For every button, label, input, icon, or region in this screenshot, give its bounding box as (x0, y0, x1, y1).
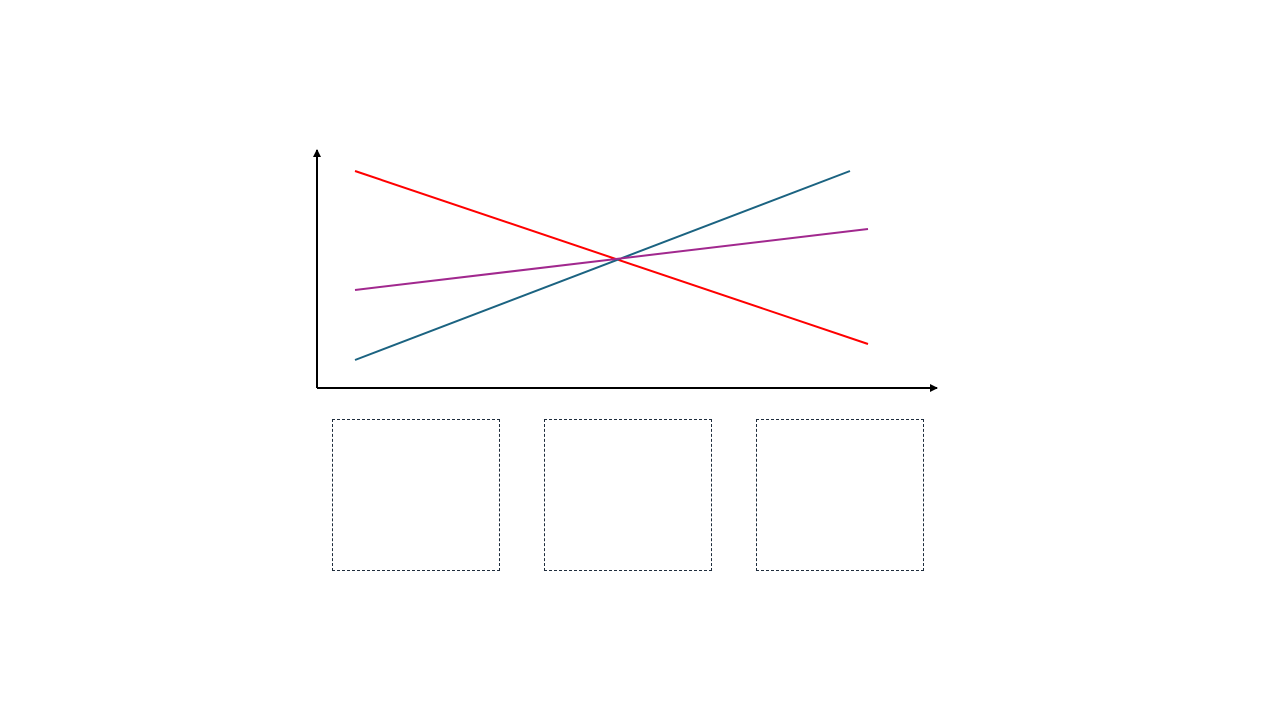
decreasing-line (354, 170, 869, 345)
placeholder-box-2[interactable] (544, 419, 712, 571)
steep-increasing-line (354, 170, 851, 361)
shallow-increasing-line (354, 228, 869, 291)
placeholder-box-3[interactable] (756, 419, 924, 571)
placeholder-box-1[interactable] (332, 419, 500, 571)
